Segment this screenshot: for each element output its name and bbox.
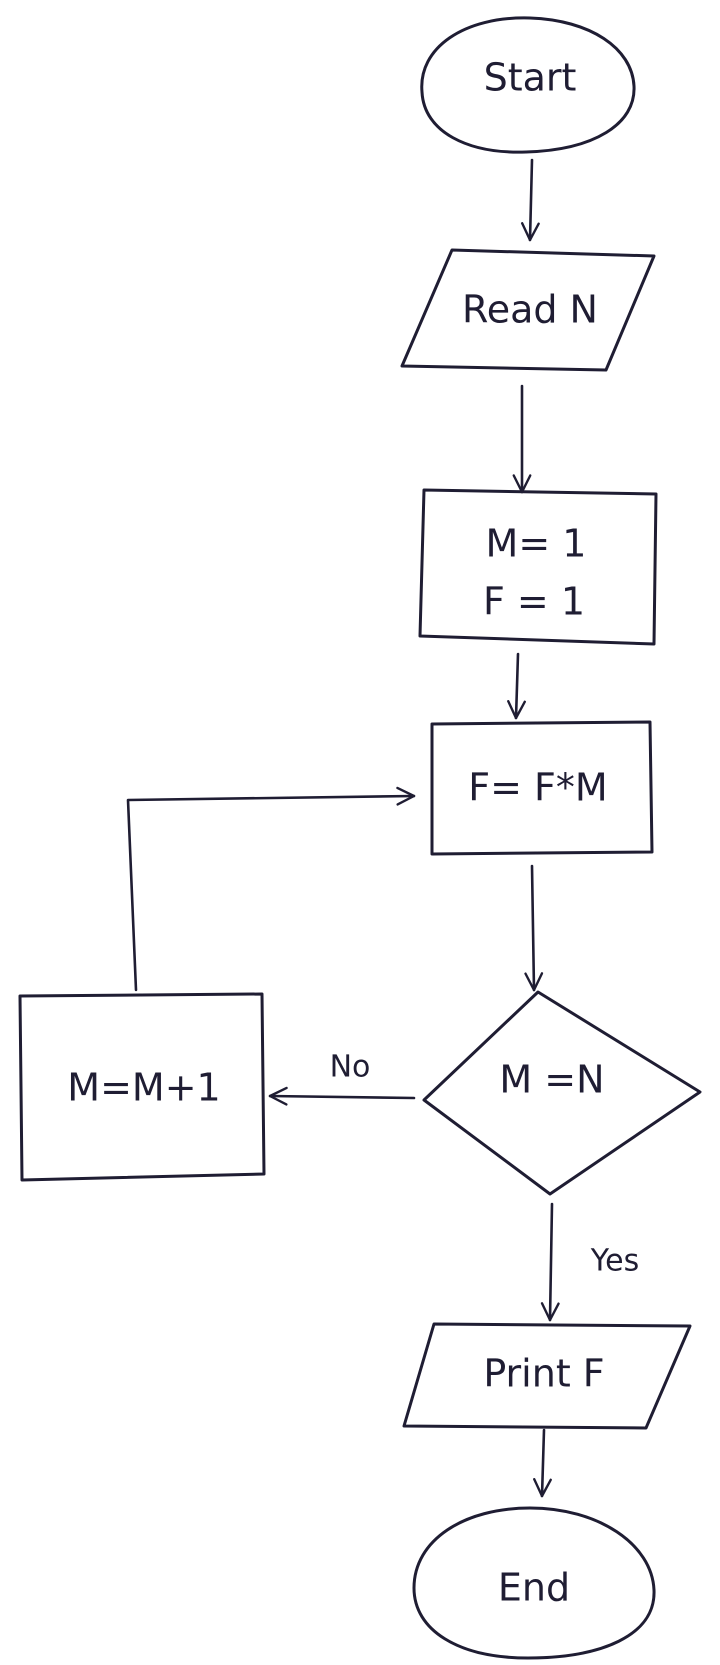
start-terminator: Start [420, 16, 636, 154]
increment-label: M=M+1 [67, 1066, 220, 1110]
edge-decision-yes [540, 1202, 560, 1322]
start-label: Start [484, 56, 577, 100]
decision-label: M =N [499, 1058, 604, 1102]
init-line-m: M= 1 [486, 522, 587, 566]
end-terminator: End [412, 1506, 656, 1660]
increment-process-shape [18, 992, 266, 1182]
print-f-io: Print F [402, 1322, 692, 1430]
start-terminator-shape [420, 16, 636, 154]
edge-label-yes: Yes [590, 1244, 639, 1279]
end-label: End [498, 1566, 570, 1610]
edge-decision-no [268, 1086, 416, 1106]
edge-increment-to-multiply [126, 786, 416, 992]
init-line-f: F = 1 [483, 580, 585, 624]
edge-multiply-to-decision [524, 864, 544, 992]
edge-label-no: No [330, 1050, 371, 1085]
print-f-label: Print F [483, 1352, 604, 1396]
multiply-process-shape [430, 720, 654, 856]
multiply-label: F= F*M [468, 766, 607, 810]
print-f-io-shape [402, 1322, 692, 1430]
edge-start-to-read-n [520, 158, 540, 242]
edge-init-to-multiply [507, 652, 526, 720]
init-process-shape [418, 488, 658, 646]
read-n-io-shape [400, 248, 656, 372]
read-n-label: Read N [462, 288, 598, 332]
edge-print-to-end [533, 1428, 552, 1498]
increment-process: M=M+1 [18, 992, 266, 1182]
decision-diamond: M =N [422, 990, 702, 1196]
end-terminator-shape [412, 1506, 656, 1660]
read-n-io: Read N [400, 248, 656, 372]
multiply-process: F= F*M [430, 720, 654, 856]
decision-diamond-shape [422, 990, 702, 1196]
init-process: M= 1 F = 1 [418, 488, 658, 646]
